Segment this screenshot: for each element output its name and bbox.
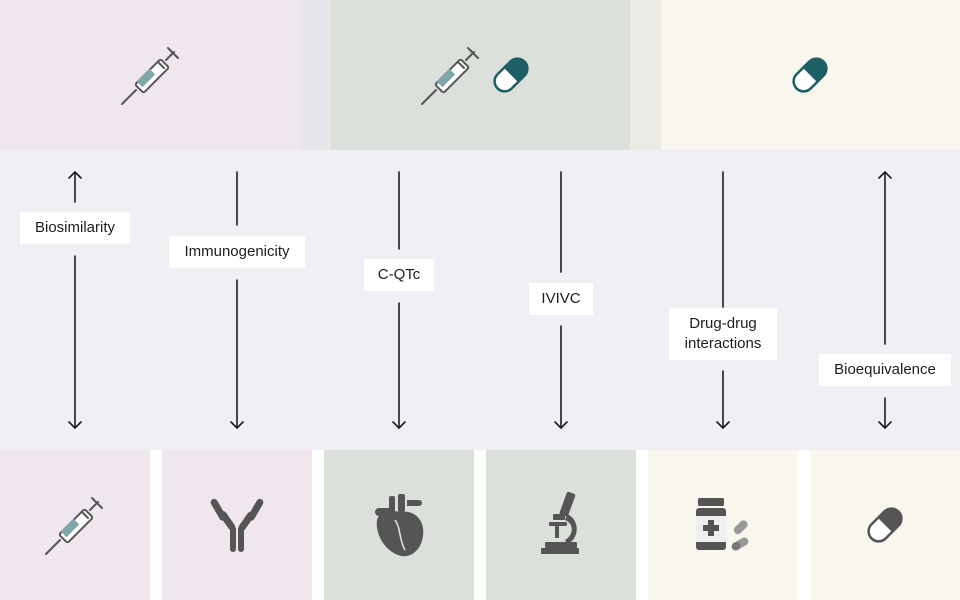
arrow-bioequivalence — [878, 171, 892, 429]
arrow-c-qtc — [392, 171, 406, 429]
medicine-bottle-icon — [696, 498, 749, 551]
label-immunogenicity: Immunogenicity — [169, 236, 305, 268]
arrow-drug-drug-interactions — [716, 171, 730, 429]
label-c-qtc: C-QTc — [364, 259, 434, 291]
bottom-panel-biosimilarity — [0, 450, 150, 600]
label-ivivc: IVIVC — [529, 283, 593, 315]
top-panel-both — [331, 0, 630, 150]
arrow-immunogenicity — [230, 171, 244, 429]
capsule-icon — [867, 507, 903, 543]
capsule-icon — [493, 57, 529, 93]
bottom-panel-c-qtc — [324, 450, 474, 600]
label-bioequivalence: Bioequivalence — [819, 354, 951, 386]
syringe-icon — [45, 497, 103, 555]
bottom-panel-immunogenicity — [162, 450, 312, 600]
syringe-icon — [121, 47, 179, 105]
arrows — [68, 171, 892, 429]
arrow-ivivc — [554, 171, 568, 429]
bottom-panel-ivivc — [486, 450, 636, 600]
antibody-icon — [210, 498, 264, 552]
arrow-biosimilarity — [68, 171, 82, 429]
syringe-icon — [421, 47, 479, 105]
top-gap-right — [630, 0, 661, 150]
middle-band — [0, 150, 960, 450]
top-gap-left — [300, 0, 331, 150]
bottom-panel-bioequivalence — [810, 450, 960, 600]
bottom-panel-drug-drug-interactions — [648, 450, 798, 600]
heart-icon — [375, 494, 424, 557]
label-biosimilarity: Biosimilarity — [20, 212, 130, 244]
top-panel-oral — [661, 0, 960, 150]
top-panel-injectable — [0, 0, 300, 150]
microscope-icon — [541, 491, 579, 554]
capsule-icon — [792, 57, 828, 93]
label-drug-drug-interactions: Drug-drug interactions — [669, 308, 777, 360]
